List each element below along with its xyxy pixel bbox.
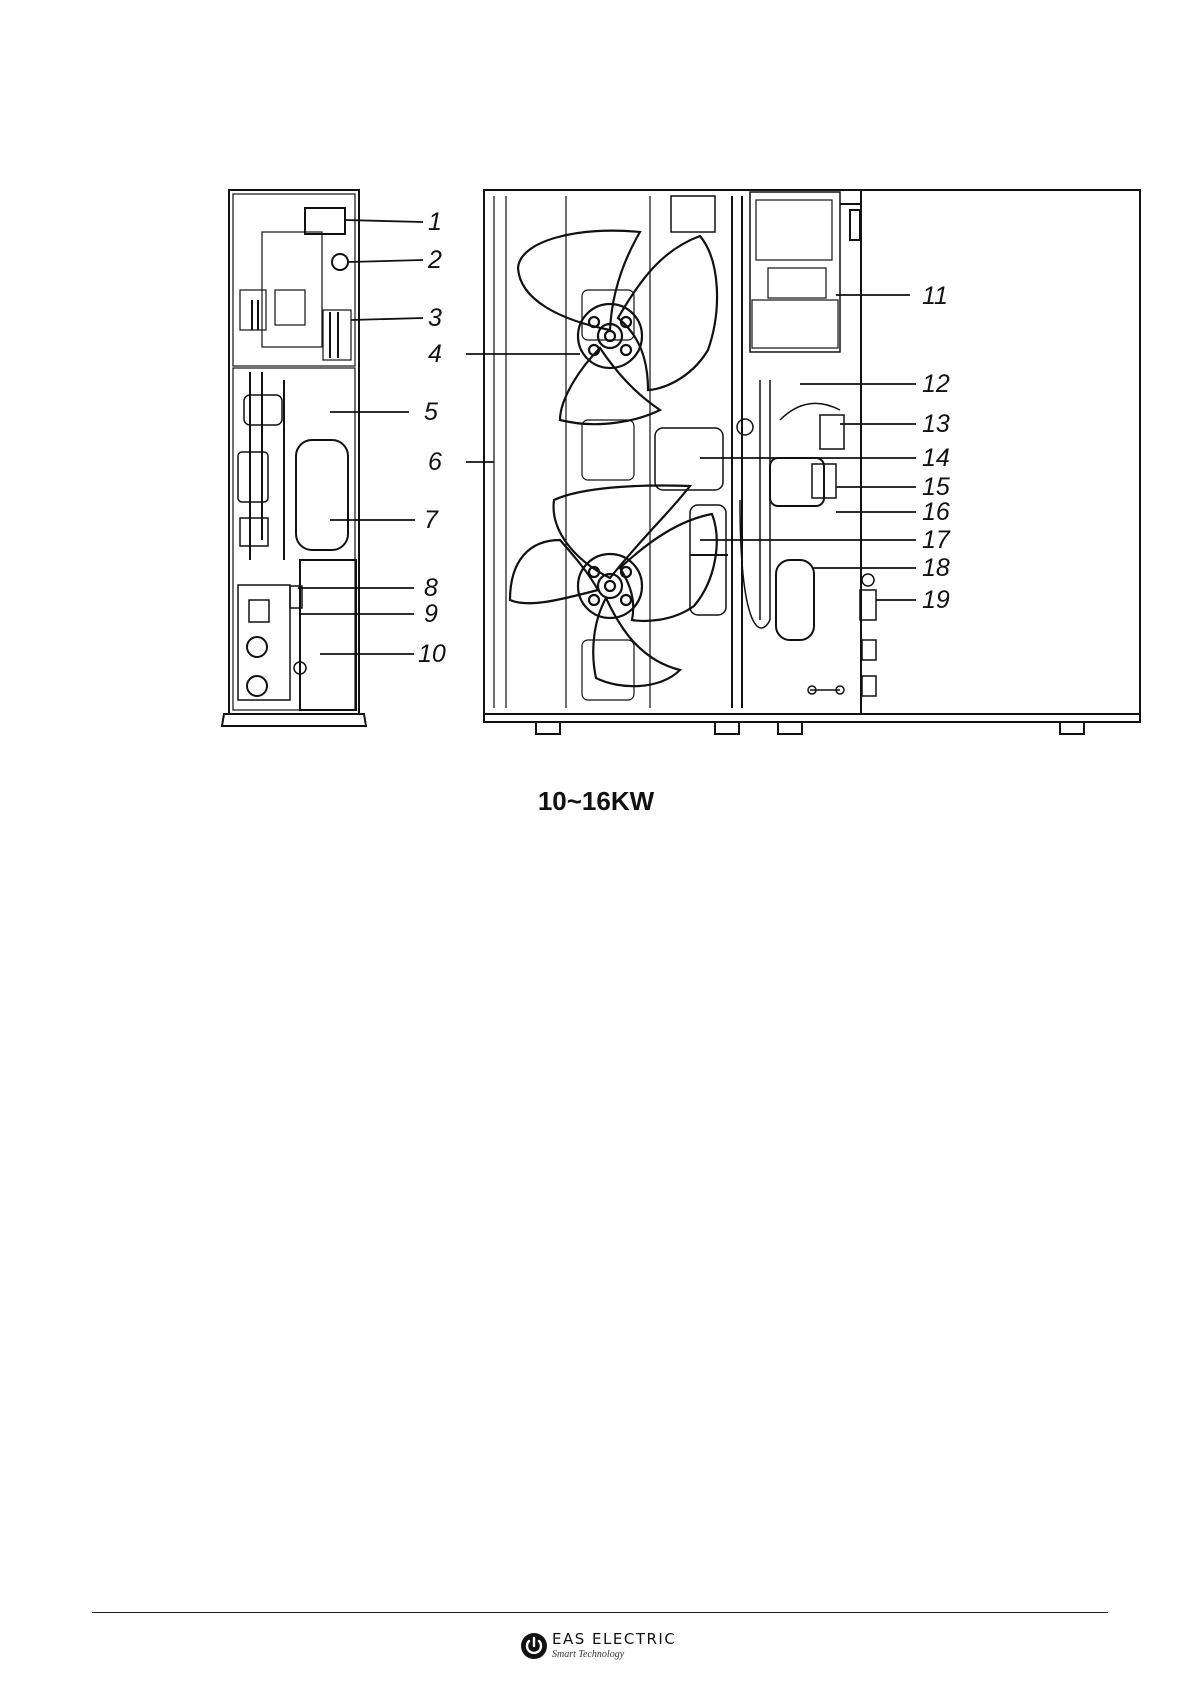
callout-1: 1 [428, 208, 442, 236]
callout-5: 5 [424, 398, 438, 426]
callout-15: 15 [922, 473, 950, 501]
callout-19: 19 [922, 586, 950, 614]
footer-divider [92, 1612, 1108, 1613]
callout-11: 11 [922, 282, 948, 310]
brand-tagline: Smart Technology [552, 1649, 624, 1660]
power-button-logo-icon [520, 1632, 548, 1660]
lower-fan [510, 486, 717, 687]
front-view-unit [484, 190, 1140, 734]
footer-brand: EAS ELECTRIC Smart Technology [520, 1626, 720, 1666]
callout-6: 6 [428, 448, 442, 476]
callout-17: 17 [922, 526, 951, 554]
callout-16: 16 [922, 498, 950, 526]
callout-13: 13 [922, 410, 950, 438]
upper-fan [518, 231, 717, 425]
callout-9: 9 [424, 600, 438, 628]
side-view-unit [222, 190, 366, 726]
callout-2: 2 [427, 246, 442, 274]
callout-18: 18 [922, 554, 950, 582]
callout-12: 12 [922, 370, 950, 398]
callout-10: 10 [418, 640, 446, 668]
compressor-compartment [737, 192, 876, 696]
callout-3: 3 [428, 304, 442, 332]
callout-14: 14 [922, 444, 950, 472]
callout-7: 7 [424, 506, 439, 534]
callout-8: 8 [424, 574, 438, 602]
callout-4: 4 [428, 340, 442, 368]
brand-name: EAS ELECTRIC [552, 1630, 676, 1648]
figure-caption: 10~16KW [0, 786, 1192, 817]
callouts: 1 2 3 4 5 6 7 8 9 10 11 12 13 14 15 16 1… [418, 208, 951, 668]
